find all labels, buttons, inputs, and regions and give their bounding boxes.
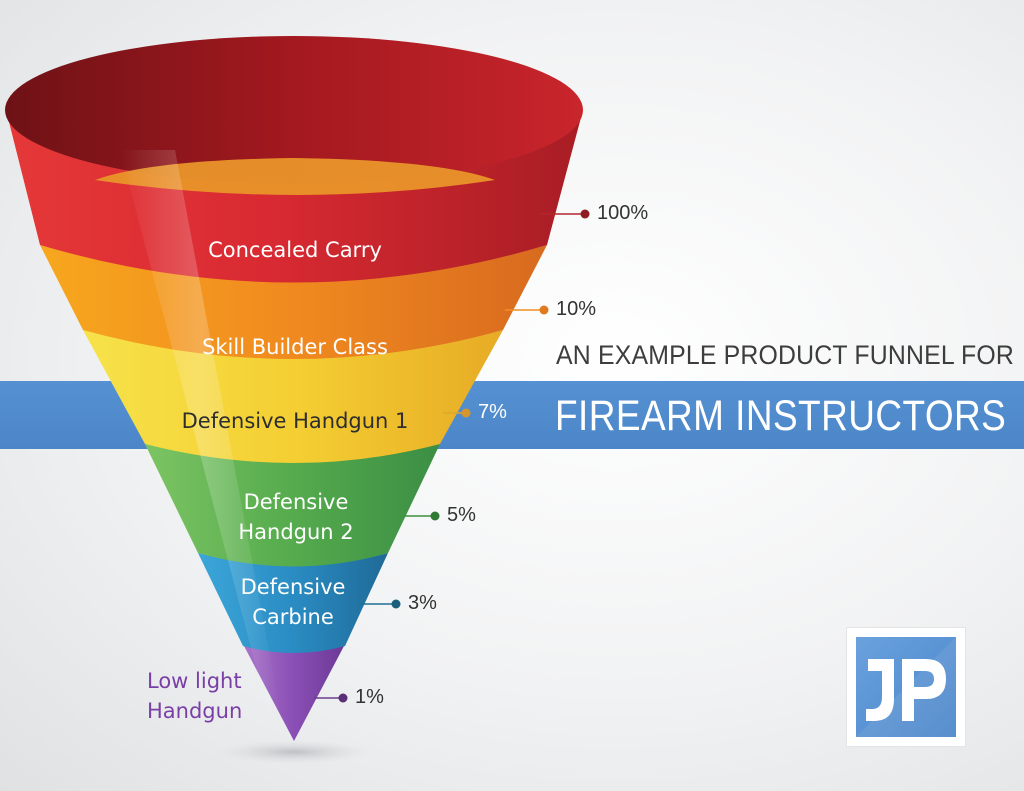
stage-label-line-2: Handgun 2: [238, 520, 354, 544]
stage-label-defensive-handgun-2: Defensive Handgun 2: [238, 487, 353, 547]
jp-logo: [847, 628, 965, 746]
jp-logo-gloss: [856, 637, 956, 737]
heading-title: FIREARM INSTRUCTORS: [555, 392, 1007, 440]
percent-label-defensive-handgun-1: 7%: [478, 401, 507, 423]
stage-label-line-1: Defensive: [240, 575, 346, 599]
percent-label-low-light-handgun: 1%: [355, 686, 384, 708]
connector-dot-defensive-handgun-2: [430, 511, 440, 521]
connector-dot-low-light-handgun: [338, 693, 348, 703]
stage-label-defensive-handgun-1: Defensive Handgun 1: [182, 406, 409, 436]
jp-logo-letter-p: [902, 659, 946, 721]
stage-label-line-2: Carbine: [252, 605, 334, 629]
funnel-rim: [5, 36, 583, 184]
jp-logo-tile: [856, 637, 956, 737]
stage-label-text: Skill Builder Class: [202, 335, 388, 359]
stage-label-line-2: Handgun: [147, 699, 243, 723]
stage-label-text: Concealed Carry: [208, 238, 382, 262]
connector-dot-defensive-handgun-1: [461, 408, 471, 418]
percent-label-concealed-carry: 100%: [597, 202, 649, 224]
jp-logo-letter-j: [866, 659, 894, 721]
stage-label-concealed-carry: Concealed Carry: [208, 235, 382, 265]
connector-dot-concealed-carry: [580, 209, 590, 219]
percent-label-skill-builder-class: 10%: [556, 298, 597, 320]
percent-label-defensive-handgun-2: 5%: [447, 504, 476, 526]
jp-logo-mark: [856, 637, 956, 737]
connector-dot-defensive-carbine: [391, 599, 401, 609]
stage-label-line-1: Defensive: [243, 490, 349, 514]
heading-subtitle: AN EXAMPLE PRODUCT FUNNEL FOR: [556, 340, 1015, 370]
connector-dot-skill-builder: [539, 305, 549, 315]
stage-label-text: Defensive Handgun 1: [181, 409, 409, 433]
percent-label-defensive-carbine: 3%: [408, 592, 437, 614]
stage-label-low-light-handgun: Low light Handgun: [147, 666, 242, 726]
stage-label-defensive-carbine: Defensive Carbine: [241, 572, 346, 632]
stage-label-line-1: Low light: [147, 669, 242, 693]
funnel-inner-opening: [95, 158, 495, 195]
funnel-highlight: [120, 150, 282, 720]
percent-connectors: [314, 209, 590, 703]
stage-label-skill-builder-class: Skill Builder Class: [202, 332, 388, 362]
funnel-shadow: [216, 740, 372, 764]
